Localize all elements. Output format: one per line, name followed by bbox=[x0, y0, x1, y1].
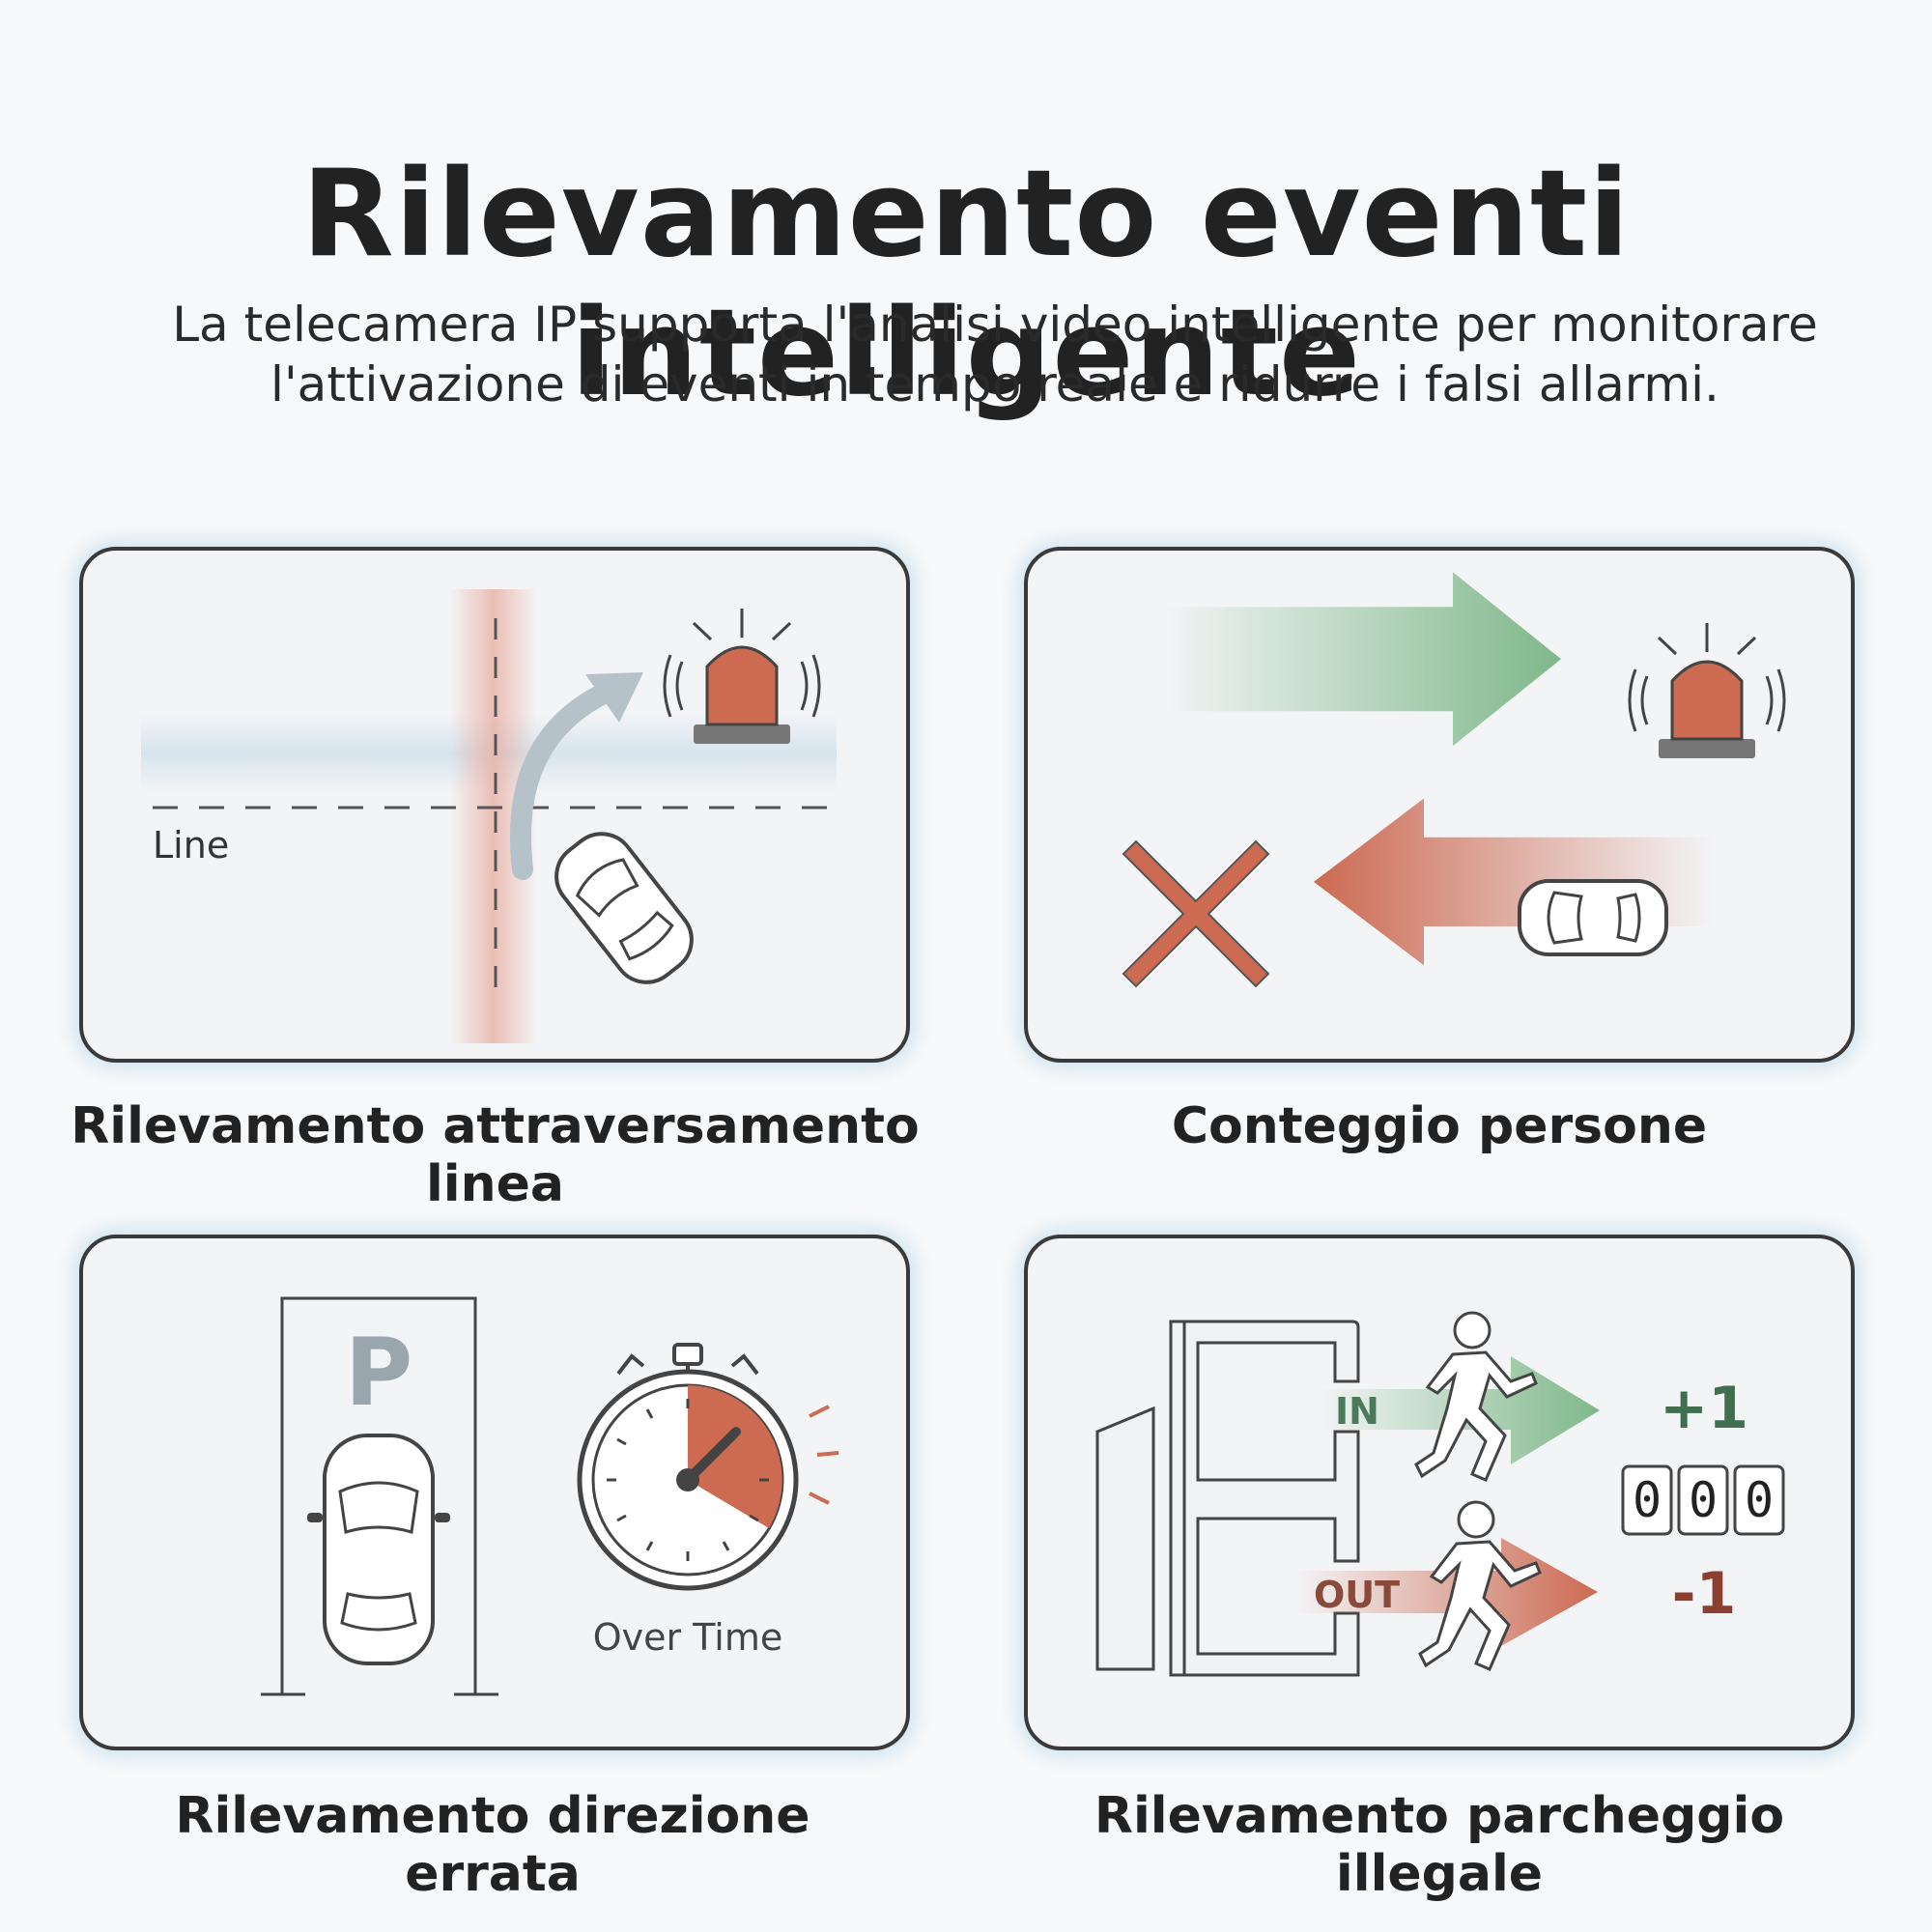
illegal-parking-caption: Rilevamento parcheggio illegale bbox=[1094, 1787, 1785, 1903]
stopwatch-icon bbox=[577, 1343, 839, 1591]
line-crossing-caption: Rilevamento attraversamento linea bbox=[71, 1097, 920, 1213]
counter-digit: 0 bbox=[1689, 1472, 1718, 1528]
crossing-arrow-head bbox=[585, 672, 643, 723]
walking-person-icon bbox=[1418, 1500, 1542, 1671]
parking-bay bbox=[280, 1296, 477, 1694]
building-icon bbox=[1095, 1320, 1360, 1677]
line-crossing-illustration: Line bbox=[141, 589, 846, 1043]
people-counting-illustration bbox=[1122, 572, 1786, 988]
subtitle-line-1: La telecamera IP supporta l'analisi vide… bbox=[172, 297, 1818, 353]
page-subtitle: La telecamera IP supporta l'analisi vide… bbox=[0, 295, 1932, 414]
counter-digit: 0 bbox=[1745, 1472, 1774, 1528]
in-label: IN bbox=[1335, 1390, 1379, 1433]
counter-display: 0 0 0 bbox=[1621, 1464, 1785, 1536]
out-label: OUT bbox=[1314, 1574, 1400, 1616]
page-title: Rilevamento eventi intelligente bbox=[301, 145, 1631, 423]
illegal-parking-illustration: IN OUT +1 -1 0 0 0 bbox=[1095, 1311, 1785, 1677]
reject-x-icon bbox=[1122, 839, 1270, 988]
car-icon bbox=[554, 832, 694, 984]
siren-icon bbox=[1628, 623, 1786, 758]
minus-one-label: -1 bbox=[1672, 1560, 1737, 1628]
car-icon bbox=[1518, 879, 1668, 956]
over-time-label: Over Time bbox=[593, 1616, 782, 1659]
wrong-direction-illustration: P bbox=[261, 1296, 839, 1696]
line-label: Line bbox=[153, 824, 229, 867]
plus-one-label: +1 bbox=[1660, 1375, 1748, 1442]
illegal-parking-panel: IN OUT +1 -1 0 0 0 bbox=[1024, 1235, 1855, 1750]
people-counting-caption: Conteggio persone bbox=[1171, 1097, 1708, 1155]
out-arrow bbox=[1296, 1538, 1598, 1646]
counter-digit: 0 bbox=[1633, 1472, 1662, 1528]
green-arrow bbox=[1163, 572, 1561, 747]
line-crossing-panel: Line bbox=[79, 547, 910, 1063]
subtitle-line-2: l'attivazione di eventi in tempo reale e… bbox=[270, 356, 1719, 412]
car-icon bbox=[307, 1434, 450, 1665]
walking-person-icon bbox=[1414, 1311, 1538, 1482]
wrong-direction-panel: P bbox=[79, 1235, 910, 1750]
siren-icon bbox=[663, 609, 821, 744]
wrong-direction-caption: Rilevamento direzione errata bbox=[175, 1787, 810, 1903]
people-counting-panel bbox=[1024, 547, 1855, 1063]
parking-sign: P bbox=[345, 1319, 412, 1427]
crossing-arrow bbox=[509, 685, 611, 880]
